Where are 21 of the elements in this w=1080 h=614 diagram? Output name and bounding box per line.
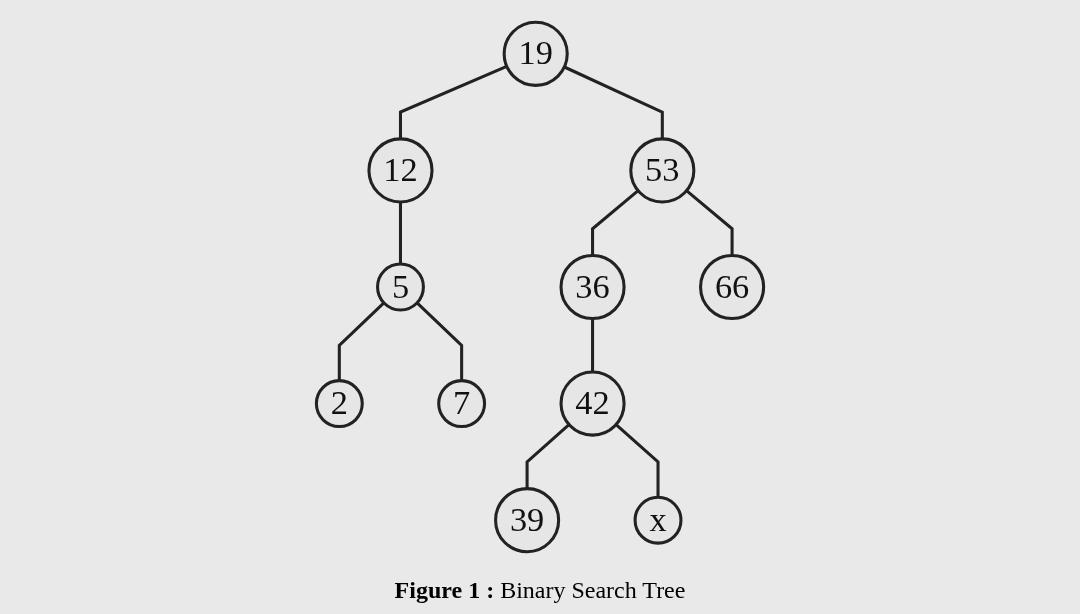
node-circle: 5 xyxy=(376,262,425,311)
connector xyxy=(591,188,640,255)
connector xyxy=(398,201,402,264)
node-circle: 42 xyxy=(559,370,626,437)
connector xyxy=(398,64,508,139)
node-circle: x xyxy=(633,495,683,545)
node-circle: 12 xyxy=(367,136,434,203)
connector xyxy=(591,318,595,372)
node-circle: 19 xyxy=(502,20,569,87)
node-circle: 36 xyxy=(559,253,626,320)
connector xyxy=(525,422,571,489)
connector xyxy=(615,422,660,497)
node-circle: 7 xyxy=(437,378,487,428)
node-circle: 2 xyxy=(314,378,364,428)
node-circle: 53 xyxy=(629,136,696,203)
connector xyxy=(337,301,385,381)
node-circle: 66 xyxy=(699,253,766,320)
node-circle: 39 xyxy=(494,486,561,553)
figure-caption: Figure 1 : Binary Search Tree xyxy=(394,577,686,604)
connector xyxy=(416,301,464,381)
connector xyxy=(685,188,734,255)
